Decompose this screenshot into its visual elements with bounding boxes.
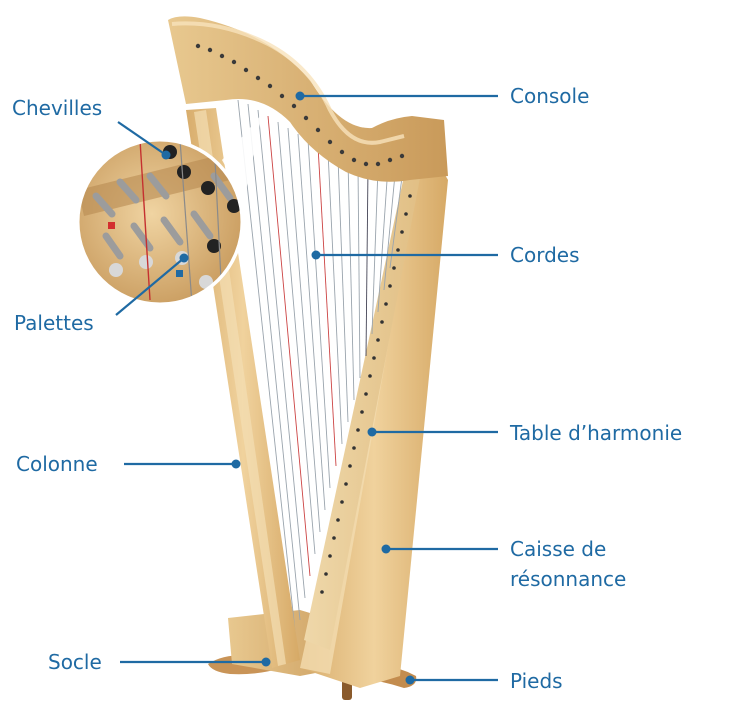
label-cordes: Cordes [510, 241, 580, 269]
label-chevilles: Chevilles [12, 94, 102, 122]
label-console: Console [510, 82, 589, 110]
label-colonne: Colonne [16, 450, 98, 478]
label-caisse-line1: Caisse de [510, 534, 626, 564]
label-table-harmonie: Table d’harmonie [510, 419, 682, 447]
label-caisse-line2: résonnance [510, 564, 626, 594]
label-palettes: Palettes [14, 309, 94, 337]
label-pieds: Pieds [510, 667, 563, 695]
label-caisse-resonnance: Caisse de résonnance [510, 534, 626, 594]
label-socle: Socle [48, 648, 102, 676]
